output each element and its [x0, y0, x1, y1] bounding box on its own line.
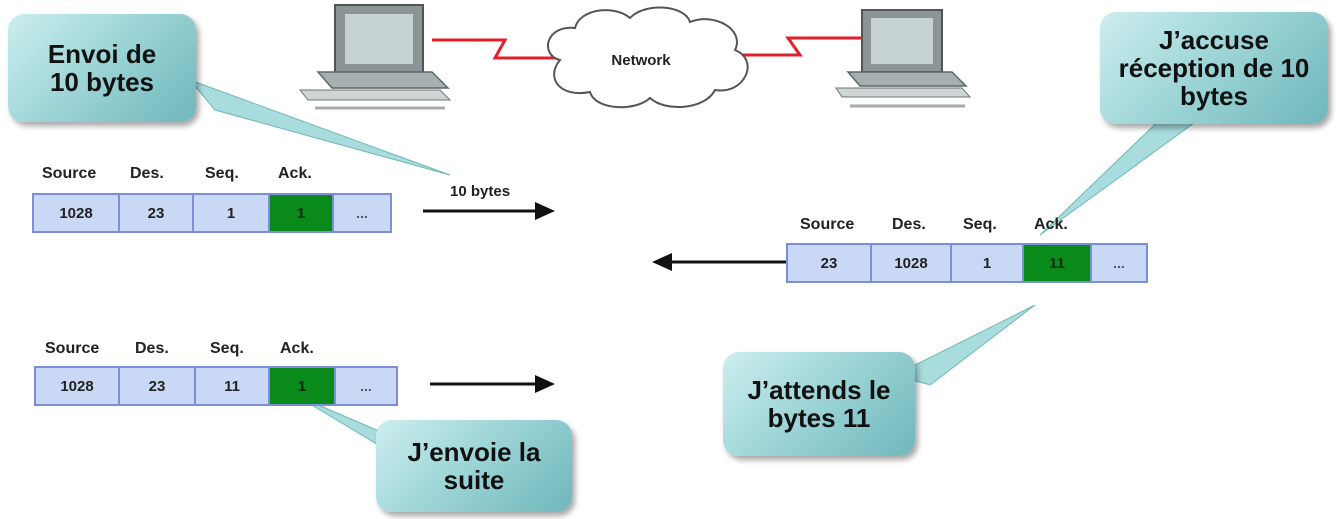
- cell-ack: 1: [270, 368, 336, 404]
- callout-ack-receipt: J’accuse réception de 10 bytes: [1100, 12, 1328, 124]
- left-link-line: [432, 38, 560, 60]
- cell-des: 1028: [872, 245, 952, 281]
- header-des: Des.: [892, 216, 926, 233]
- header-ack: Ack.: [280, 340, 314, 357]
- cell-des: 23: [120, 368, 196, 404]
- cell-more: ...: [334, 195, 390, 231]
- cell-source: 1028: [36, 368, 120, 404]
- cell-ack: 11: [1024, 245, 1092, 281]
- cell-more: ...: [336, 368, 396, 404]
- callout-pointer-waiting: [893, 304, 1036, 386]
- arrow-reply: [652, 253, 787, 271]
- arrow-send-first: [423, 202, 555, 220]
- cell-des: 23: [120, 195, 194, 231]
- segment-first: 1028 23 1 1 ...: [32, 193, 392, 233]
- network-cloud-icon: [547, 6, 749, 109]
- header-des: Des.: [135, 340, 169, 357]
- cell-source: 23: [788, 245, 872, 281]
- header-seq: Seq.: [205, 165, 239, 182]
- callout-send: Envoi de 10 bytes: [8, 14, 196, 122]
- segment-second: 1028 23 11 1 ...: [34, 366, 398, 406]
- cell-source: 1028: [34, 195, 120, 231]
- header-source: Source: [42, 165, 97, 182]
- callout-next: J’envoie la suite: [376, 420, 572, 512]
- header-source: Source: [45, 340, 100, 357]
- header-seq: Seq.: [963, 216, 997, 233]
- header-des: Des.: [130, 165, 164, 182]
- right-computer-icon: [835, 9, 972, 108]
- callout-pointer-send: [188, 78, 451, 176]
- right-link-line: [740, 36, 862, 57]
- left-computer-icon: [298, 4, 452, 110]
- arrow-label: 10 bytes: [450, 183, 511, 200]
- cell-more: ...: [1092, 245, 1146, 281]
- cell-seq: 1: [952, 245, 1024, 281]
- arrow-send-second: [430, 375, 555, 393]
- network-label: Network: [611, 52, 671, 69]
- header-ack: Ack.: [1034, 216, 1068, 233]
- header-seq: Seq.: [210, 340, 244, 357]
- callout-waiting: J’attends le bytes 11: [723, 352, 915, 456]
- cell-seq: 11: [196, 368, 270, 404]
- cell-ack: 1: [270, 195, 334, 231]
- segment-reply: 23 1028 1 11 ...: [786, 243, 1148, 283]
- header-source: Source: [800, 216, 855, 233]
- header-ack: Ack.: [278, 165, 312, 182]
- cell-seq: 1: [194, 195, 270, 231]
